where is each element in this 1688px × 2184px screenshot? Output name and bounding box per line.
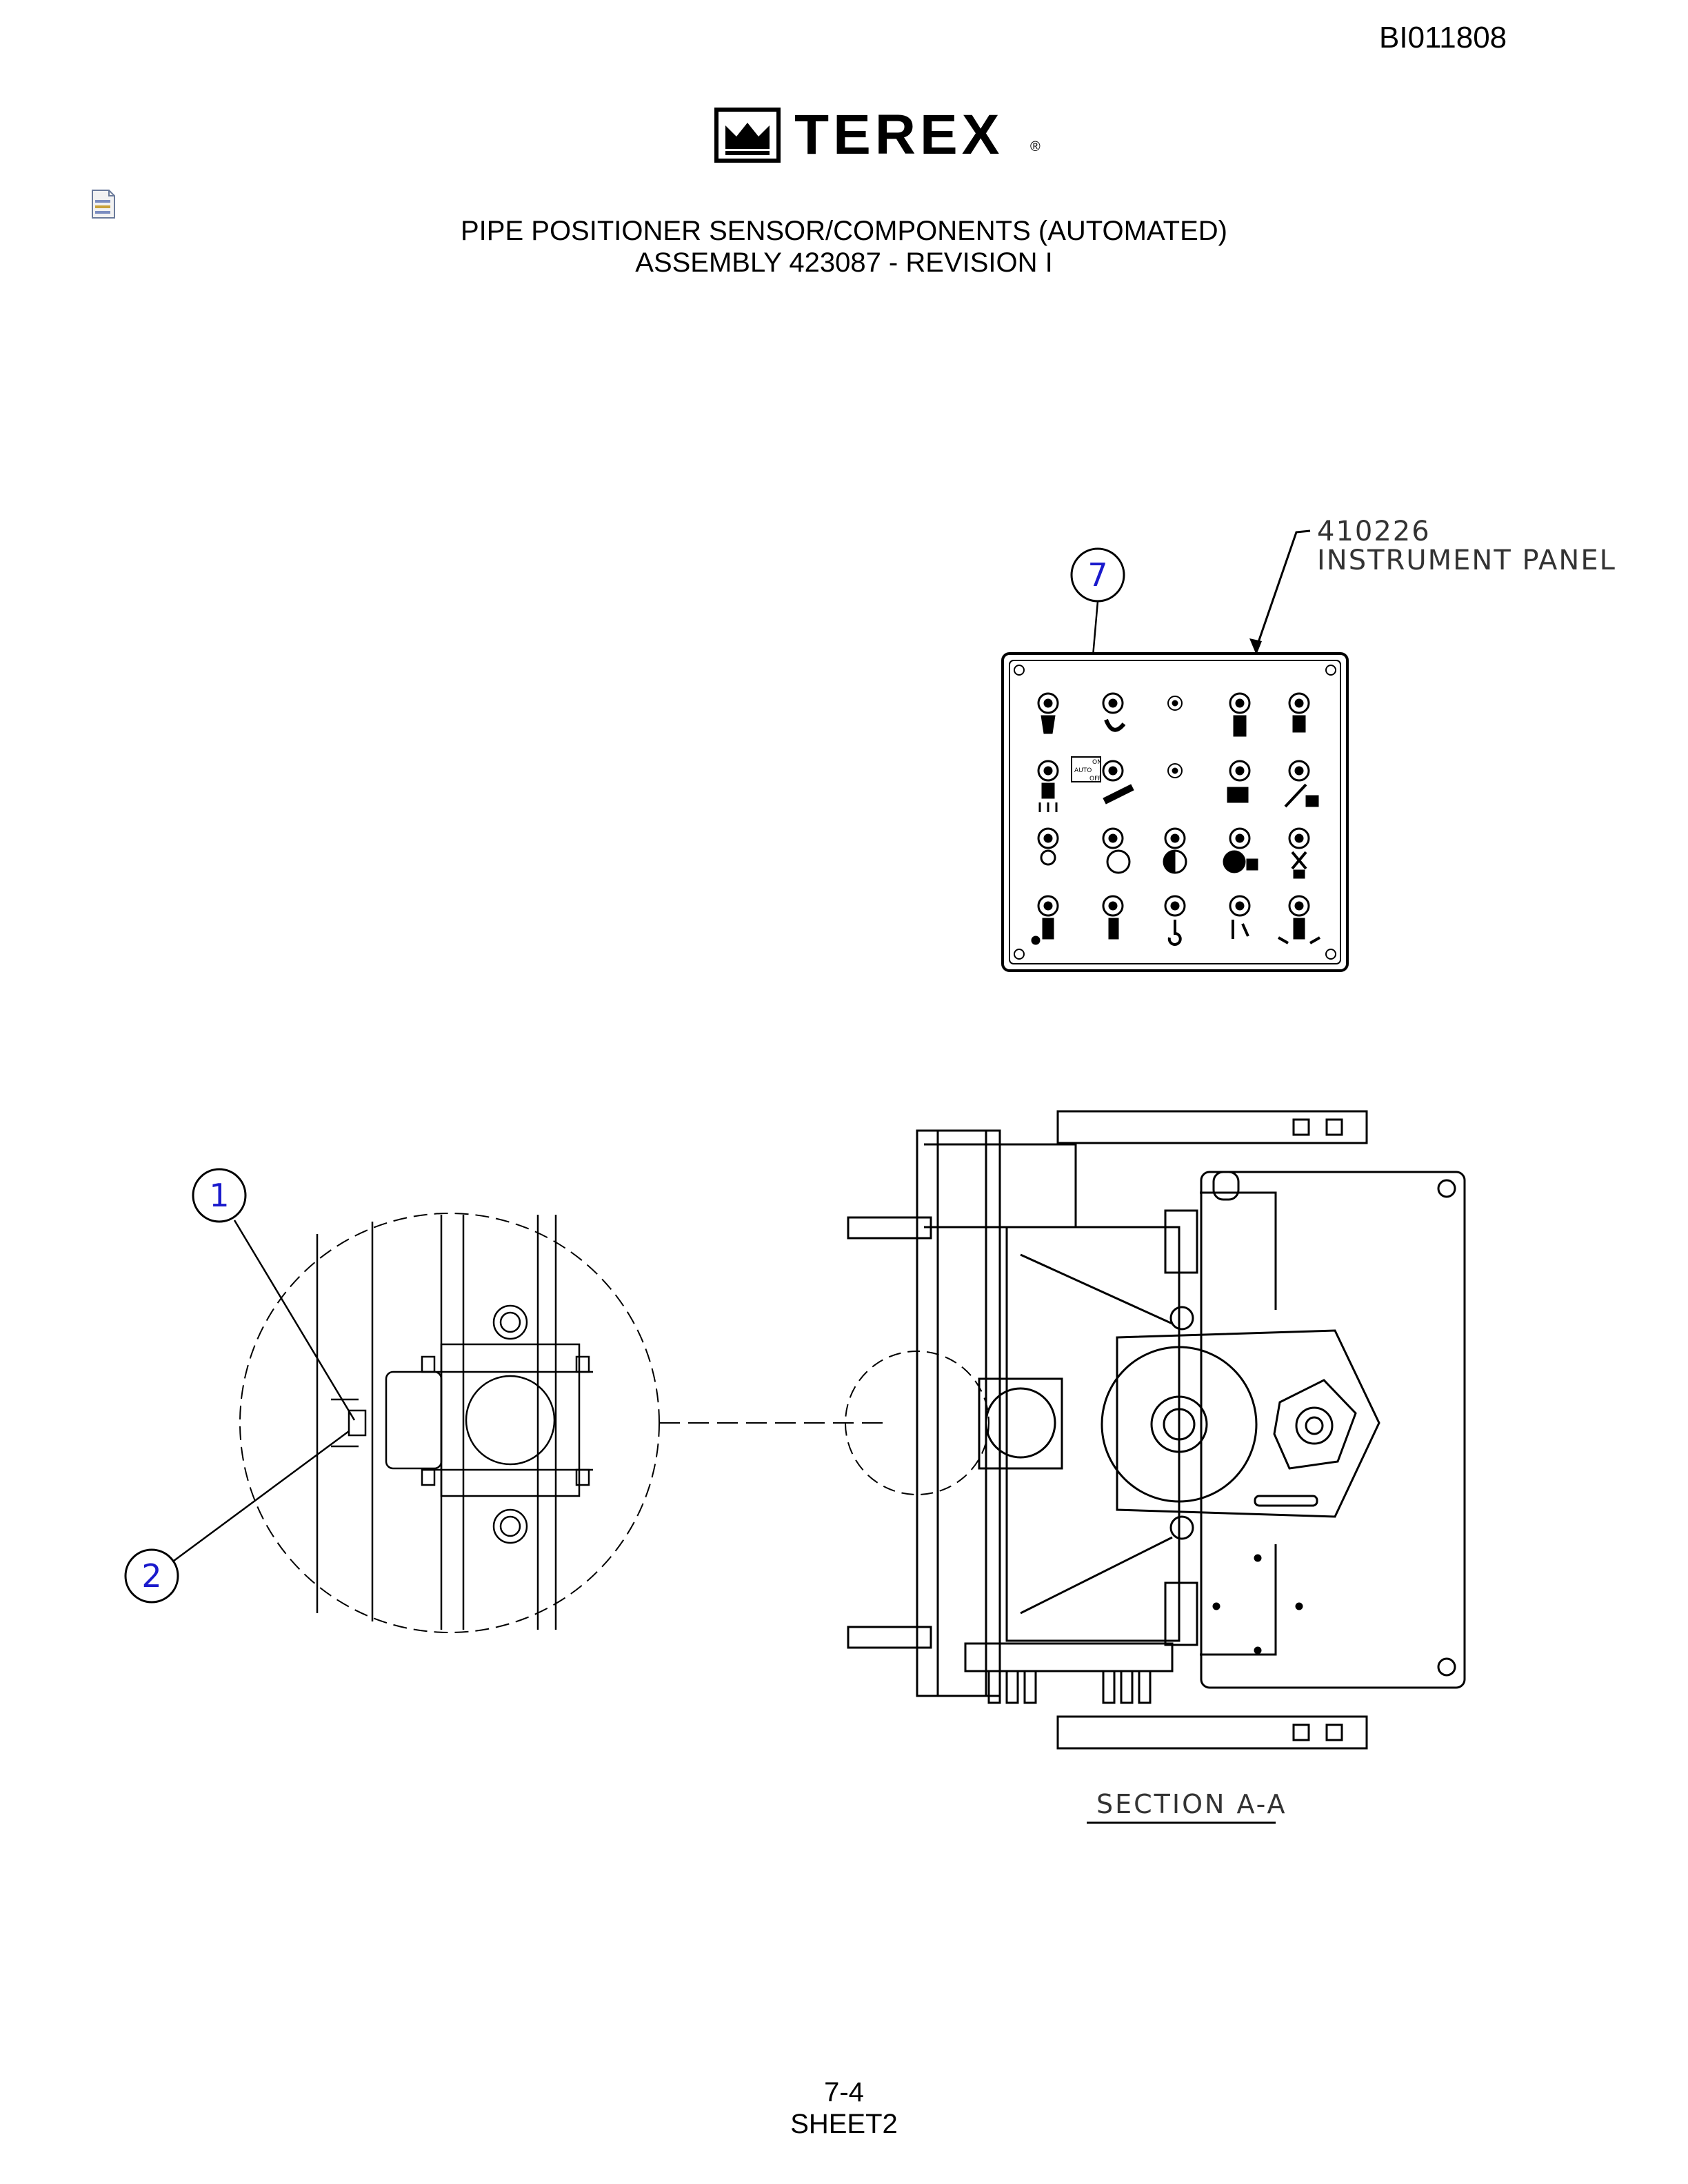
section-view (845, 1110, 1466, 1750)
panel-part-number: 410226 (1317, 516, 1431, 547)
callout-7[interactable]: 7 (1070, 547, 1125, 603)
document-attachment-icon[interactable] (90, 189, 117, 219)
page-number: 7-4 (824, 2077, 864, 2107)
assembly-revision: ASSEMBLY 423087 - REVISION I (635, 247, 1053, 278)
document-number: BI011808 (1379, 21, 1507, 54)
panel-label: INSTRUMENT PANEL (1317, 545, 1616, 576)
switch-label-on: ON (1092, 759, 1102, 766)
switch-label-auto: AUTO (1074, 767, 1092, 774)
callout-7-label: 7 (1087, 556, 1107, 594)
callout-2[interactable]: 2 (124, 1548, 179, 1604)
detail-view (239, 1213, 890, 1633)
callout-1-label: 1 (209, 1177, 229, 1214)
registered-mark: ® (1030, 139, 1041, 154)
sheet-label: SHEET2 (790, 2109, 898, 2139)
callout-1[interactable]: 1 (192, 1168, 247, 1223)
section-label: SECTION A-A (1096, 1789, 1287, 1819)
callout-2-label: 2 (141, 1557, 161, 1595)
panel-leader-line (1255, 529, 1311, 649)
instrument-panel: ON AUTO OFF (1001, 652, 1349, 972)
terex-logo-icon (714, 108, 781, 163)
terex-logo: TEREX ® (714, 103, 1045, 167)
drawing-title: PIPE POSITIONER SENSOR/COMPONENTS (AUTOM… (461, 216, 1227, 246)
logo-wordmark: TEREX (794, 103, 1004, 166)
auto-switch-plate (1071, 756, 1101, 782)
switch-label-off: OFF (1089, 776, 1101, 782)
